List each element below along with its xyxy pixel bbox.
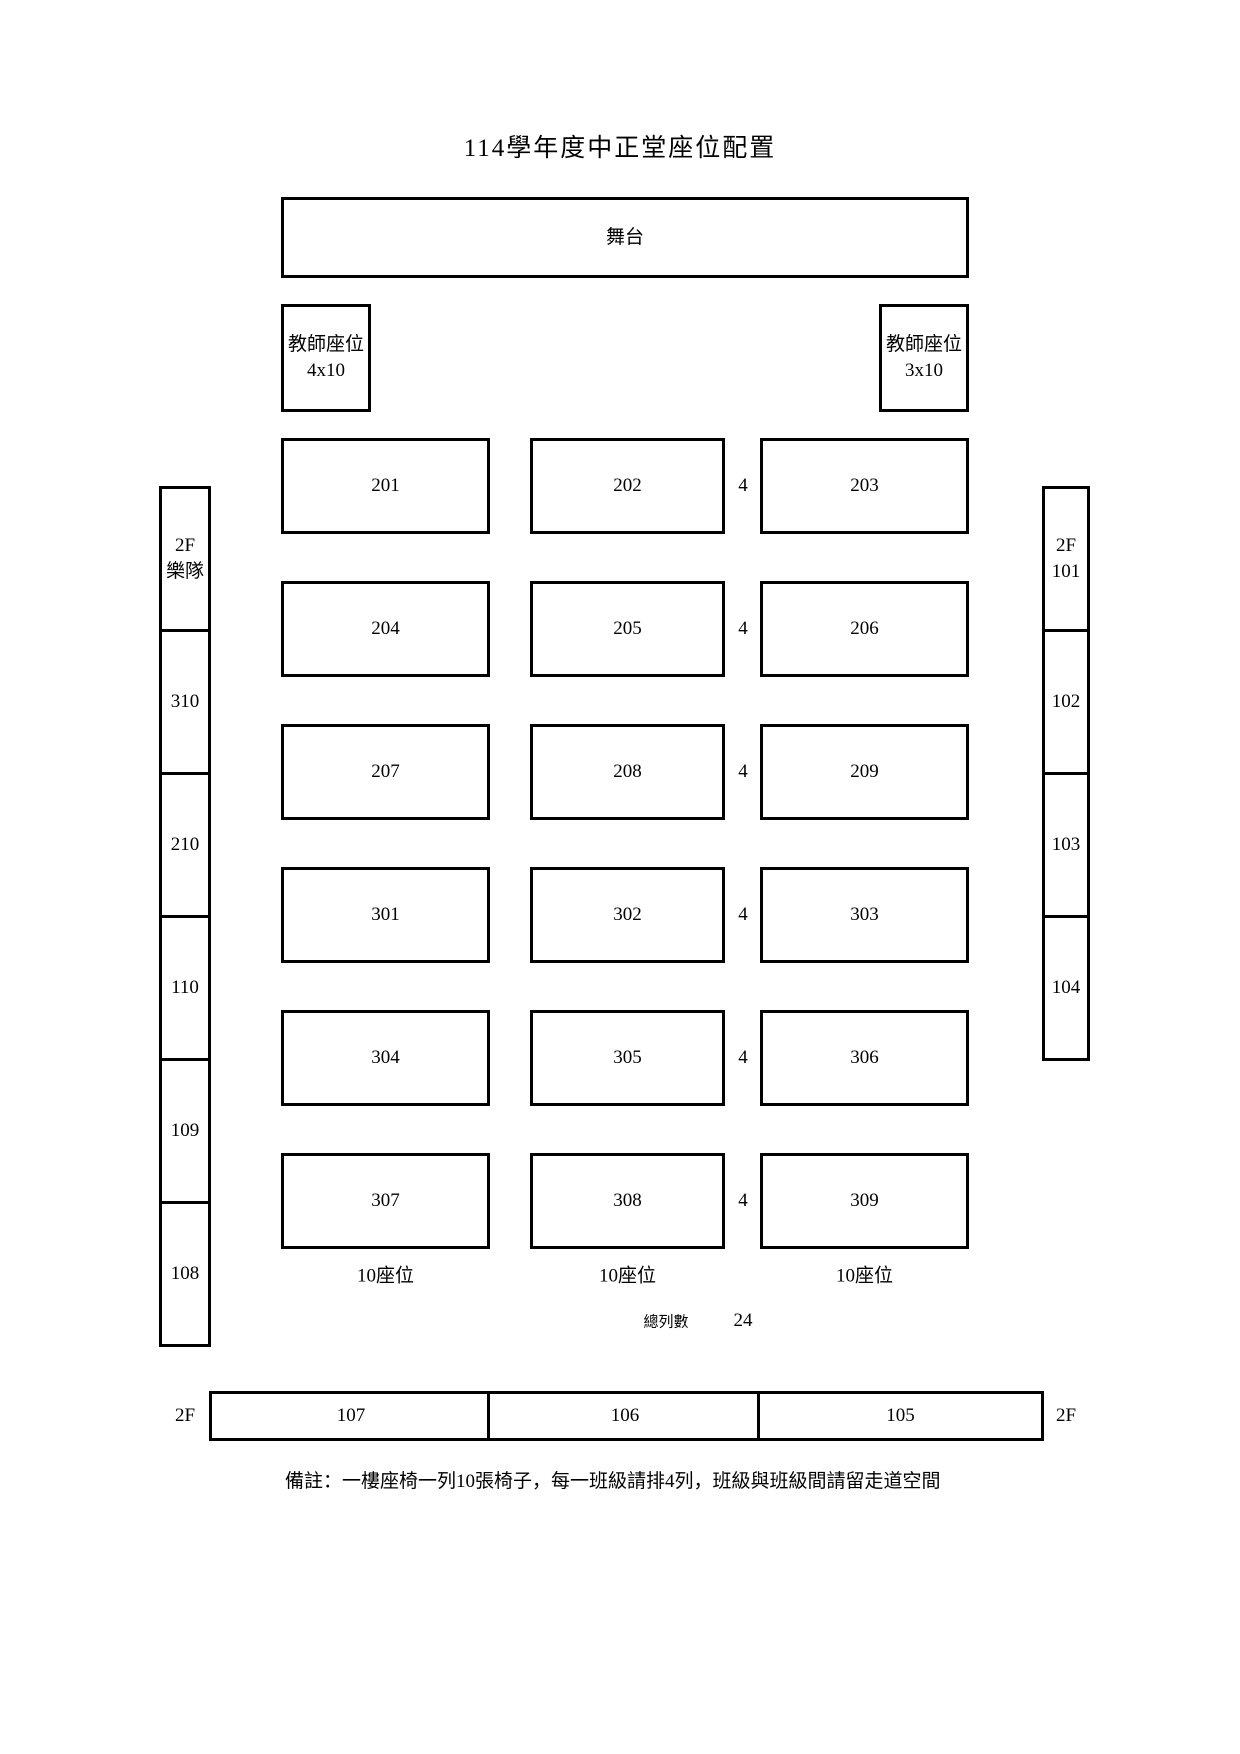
bottom-cell-106: 106	[487, 1391, 760, 1441]
floor-label: 2F	[1055, 535, 1077, 556]
column-seat-count: 10座位	[598, 1265, 657, 1287]
row-gap-label: 4	[738, 1190, 748, 1211]
column-seat-count: 10座位	[356, 1265, 415, 1287]
seat-block-304: 304	[281, 1010, 490, 1106]
block-label: 204	[371, 618, 400, 639]
class-label: 樂隊	[165, 561, 204, 582]
teacher-size: 4x10	[307, 360, 345, 381]
teacher-label: 教師座位	[885, 334, 962, 355]
row-gap-label: 4	[738, 618, 748, 639]
block-label: 208	[613, 761, 642, 782]
class-label: 310	[170, 691, 200, 712]
side-cell-310: 310	[159, 629, 211, 775]
stage-label: 舞台	[605, 226, 644, 248]
block-label: 309	[850, 1190, 879, 1211]
teacher-seats-left: 教師座位 4x10	[281, 304, 371, 412]
teacher-size: 3x10	[905, 360, 943, 381]
block-label: 202	[613, 475, 642, 496]
seat-block-205: 205	[530, 581, 725, 677]
class-label: 110	[171, 977, 199, 998]
block-label: 207	[371, 761, 400, 782]
cell-label: 106	[610, 1405, 640, 1426]
side-cell-210: 210	[159, 772, 211, 918]
block-label: 206	[850, 618, 879, 639]
total-rows-label: 總列數	[643, 1314, 689, 1331]
side-cell-104: 104	[1042, 915, 1090, 1061]
side-cell-109: 109	[159, 1058, 211, 1204]
class-label: 109	[170, 1120, 200, 1141]
seat-block-307: 307	[281, 1153, 490, 1249]
seat-block-206: 206	[760, 581, 969, 677]
side-cell-108: 108	[159, 1201, 211, 1347]
block-label: 304	[371, 1047, 400, 1068]
seat-block-302: 302	[530, 867, 725, 963]
class-label: 104	[1051, 977, 1081, 998]
class-label: 102	[1051, 691, 1081, 712]
bottom-right-floor: 2F	[1055, 1405, 1077, 1426]
class-label: 103	[1051, 834, 1081, 855]
block-label: 303	[850, 904, 879, 925]
seat-block-303: 303	[760, 867, 969, 963]
block-label: 301	[371, 904, 400, 925]
bottom-left-floor: 2F	[174, 1405, 196, 1426]
row-gap-label: 4	[738, 1047, 748, 1068]
block-label: 308	[613, 1190, 642, 1211]
seat-block-203: 203	[760, 438, 969, 534]
seat-block-202: 202	[530, 438, 725, 534]
side-cell-102: 102	[1042, 629, 1090, 775]
block-label: 209	[850, 761, 879, 782]
bottom-cell-105: 105	[757, 1391, 1044, 1441]
cell-label: 107	[336, 1405, 366, 1426]
seat-block-305: 305	[530, 1010, 725, 1106]
row-gap-label: 4	[738, 761, 748, 782]
seat-block-308: 308	[530, 1153, 725, 1249]
side-cell-103: 103	[1042, 772, 1090, 918]
seat-block-309: 309	[760, 1153, 969, 1249]
cell-label: 105	[886, 1405, 915, 1426]
class-label: 101	[1051, 561, 1081, 582]
side-cell-樂隊: 2F 樂隊	[159, 486, 211, 632]
seat-block-301: 301	[281, 867, 490, 963]
seat-block-208: 208	[530, 724, 725, 820]
block-label: 302	[613, 904, 642, 925]
block-label: 306	[850, 1047, 879, 1068]
block-label: 307	[371, 1190, 400, 1211]
class-label: 108	[170, 1263, 200, 1284]
side-cell-110: 110	[159, 915, 211, 1061]
row-gap-label: 4	[738, 475, 748, 496]
block-label: 205	[613, 618, 642, 639]
floor-label: 2F	[174, 535, 196, 556]
page-title: 114學年度中正堂座位配置	[463, 135, 777, 162]
row-gap-label: 4	[738, 904, 748, 925]
seat-block-201: 201	[281, 438, 490, 534]
seat-block-209: 209	[760, 724, 969, 820]
seat-block-207: 207	[281, 724, 490, 820]
teacher-seats-right: 教師座位 3x10	[879, 304, 969, 412]
footnote: 備註：一樓座椅一列10張椅子，每一班級請排4列，班級與班級間請留走道空間	[285, 1471, 941, 1492]
class-label: 210	[170, 834, 200, 855]
block-label: 305	[613, 1047, 642, 1068]
seat-block-204: 204	[281, 581, 490, 677]
seat-block-306: 306	[760, 1010, 969, 1106]
block-label: 201	[371, 475, 400, 496]
teacher-label: 教師座位	[287, 334, 364, 355]
total-rows-value: 24	[733, 1310, 753, 1331]
column-seat-count: 10座位	[835, 1265, 894, 1287]
bottom-cell-107: 107	[209, 1391, 490, 1441]
stage: 舞台	[281, 197, 969, 278]
block-label: 203	[850, 475, 879, 496]
